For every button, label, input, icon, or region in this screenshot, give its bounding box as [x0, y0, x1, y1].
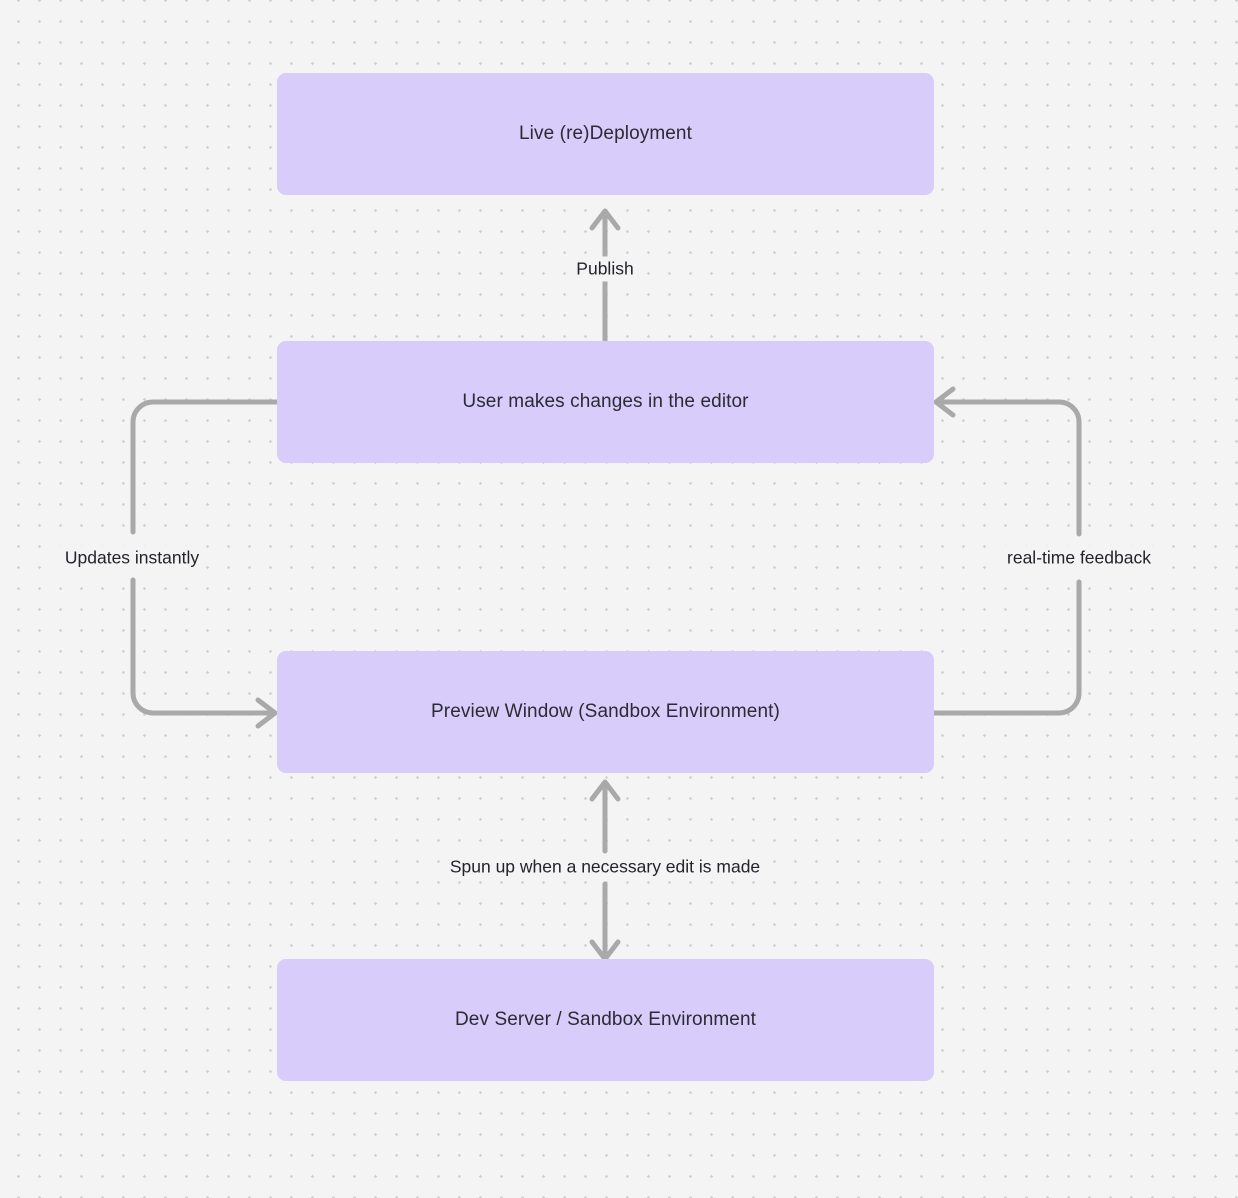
node-user-makes-changes[interactable]: User makes changes in the editor — [277, 341, 934, 463]
node-preview-window[interactable]: Preview Window (Sandbox Environment) — [277, 651, 934, 773]
node-dev-server-sandbox[interactable]: Dev Server / Sandbox Environment — [277, 959, 934, 1081]
node-label: User makes changes in the editor — [462, 390, 749, 412]
node-label: Live (re)Deployment — [519, 122, 692, 144]
edge-label-real-time-feedback: real-time feedback — [1001, 545, 1157, 571]
edge-label-spun-up: Spun up when a necessary edit is made — [443, 854, 767, 880]
edge-label-publish: Publish — [570, 256, 640, 282]
edge-label-updates-instantly: Updates instantly — [58, 545, 206, 571]
node-label: Preview Window (Sandbox Environment) — [431, 700, 780, 722]
node-label: Dev Server / Sandbox Environment — [454, 1008, 756, 1030]
node-live-redeployment[interactable]: Live (re)Deployment — [277, 73, 934, 195]
